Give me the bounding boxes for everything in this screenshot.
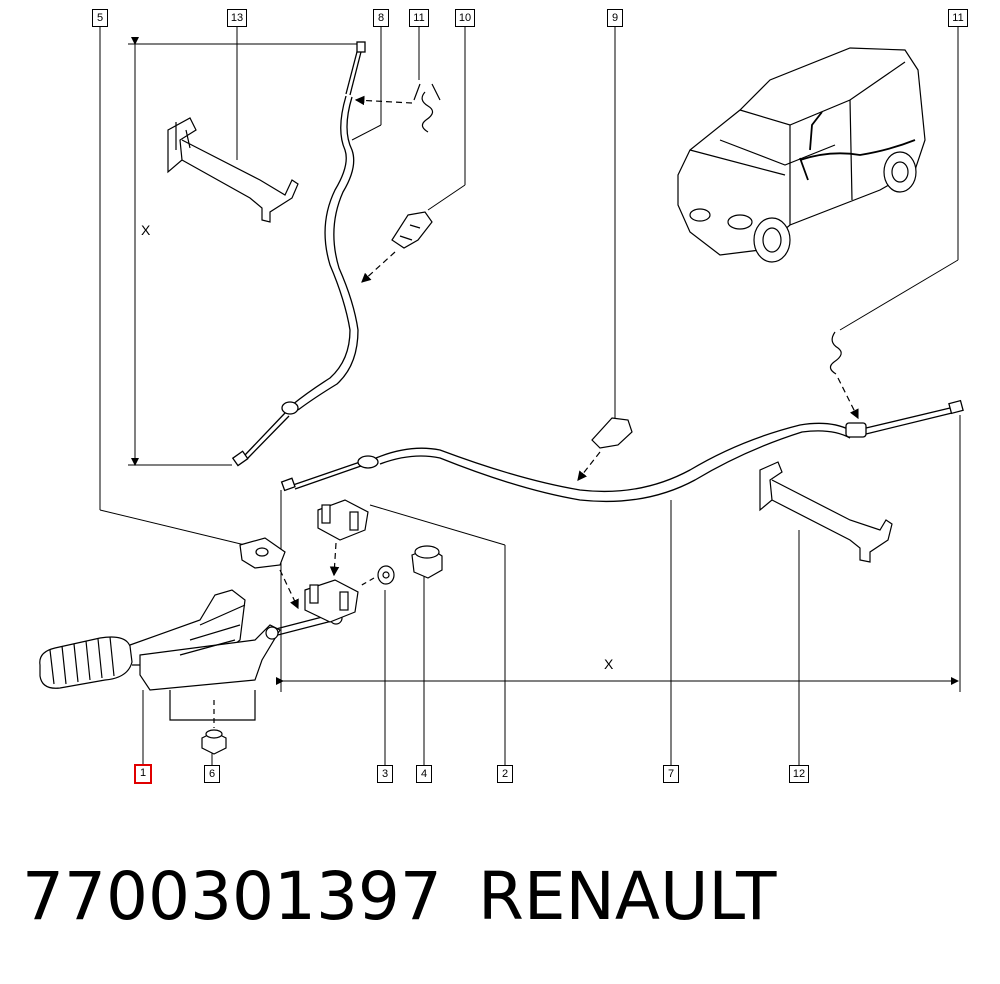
vehicle-illustration [677,47,926,263]
horizontal-dimension-x [276,415,961,692]
callout-5[interactable]: 5 [92,9,108,27]
horizontal-dimension-label: X [604,656,614,672]
callout-3[interactable]: 3 [377,765,393,783]
washer-3 [359,565,395,587]
nut-4 [411,545,443,579]
vertical-dimension-label: X [141,222,151,238]
callout-1-selected[interactable]: 1 [134,764,152,784]
callout-9[interactable]: 9 [607,9,623,27]
callout-6[interactable]: 6 [204,765,220,783]
cable-rear-left [231,41,366,467]
clip-lower [829,331,859,420]
equaliser-2 [304,499,369,623]
clip-upper [354,83,441,133]
callout-13[interactable]: 13 [227,9,247,27]
bracket-clip-9 [577,417,633,481]
vertical-dimension-x [128,37,358,466]
callout-2[interactable]: 2 [497,765,513,783]
handbrake-lever [39,589,343,721]
nut-6 [201,700,227,755]
callout-11-right[interactable]: 11 [948,9,968,27]
brand-name: RENAULT [478,858,777,935]
main-cable [280,399,964,503]
callout-8[interactable]: 8 [373,9,389,27]
callout-12[interactable]: 12 [789,765,809,783]
mounting-plate-5 [239,537,299,610]
bracket-12 [759,461,893,563]
callout-11-upper[interactable]: 11 [409,9,429,27]
bracket-13 [167,117,299,223]
bracket-clip-10 [361,211,433,283]
callout-7[interactable]: 7 [663,765,679,783]
part-number: 7700301397 [22,858,442,935]
callout-10[interactable]: 10 [455,9,475,27]
callout-4[interactable]: 4 [416,765,432,783]
